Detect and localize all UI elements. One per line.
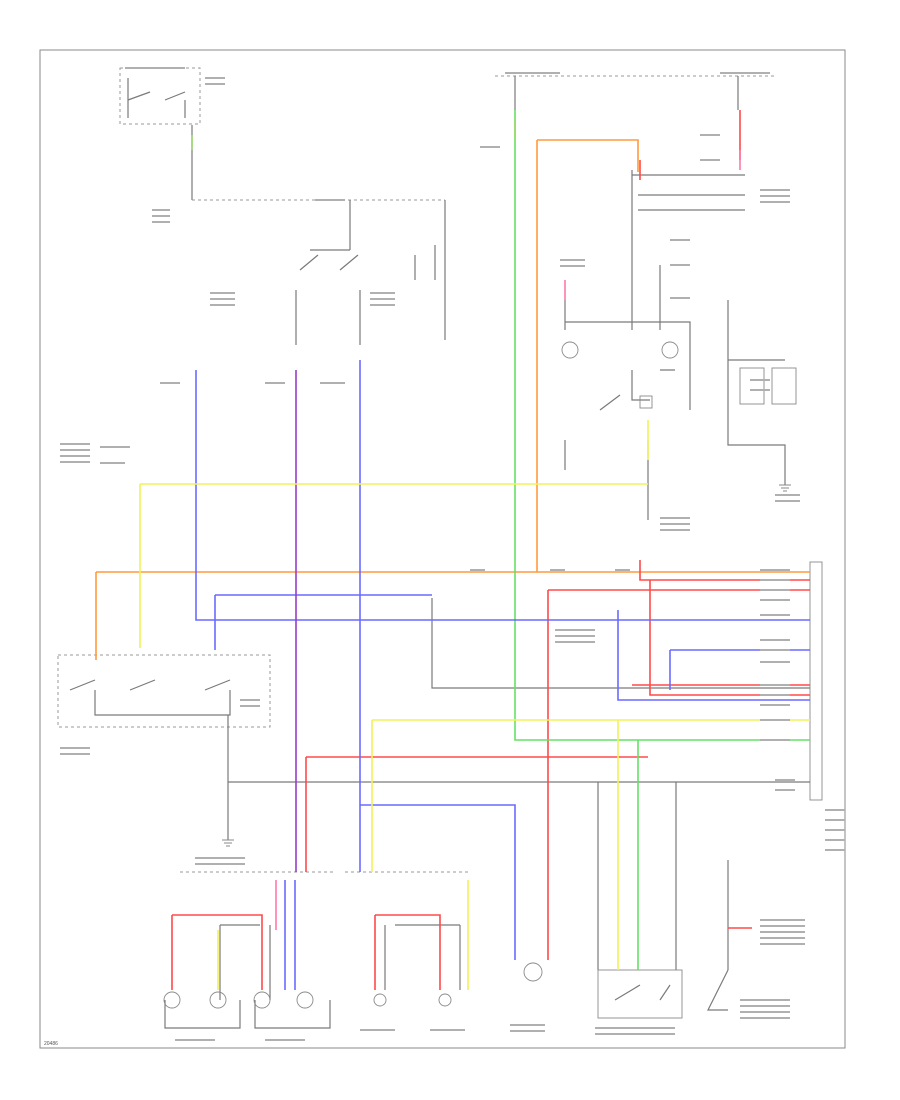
yellow-wire (139, 483, 648, 648)
label-mark (152, 209, 170, 223)
diagram-frame (39, 49, 846, 1049)
label-mark (760, 719, 795, 791)
lamp-symbol (253, 991, 271, 1009)
red-wire (374, 914, 441, 990)
component-symbols (163, 341, 797, 1009)
gray-wire (727, 300, 786, 485)
gray-wire (599, 370, 650, 411)
label-mark (670, 239, 690, 299)
red-wire (171, 914, 263, 990)
lamp-symbol (296, 991, 314, 1009)
yellow-wire (371, 719, 810, 872)
ignition-switch-box (119, 67, 201, 125)
label-mark (750, 379, 770, 391)
gray-wire (295, 290, 361, 345)
gray-wire (707, 969, 729, 1011)
yellow-wire (217, 880, 469, 990)
relay-box (597, 969, 683, 1019)
gray-wire (254, 1000, 331, 1029)
label-mark (205, 77, 225, 85)
label-mark (100, 446, 130, 464)
gray-wire (431, 598, 810, 689)
label-mark (660, 517, 690, 531)
gray-wire (164, 1000, 241, 1029)
label-mark (740, 999, 790, 1019)
combination-switch-box (57, 654, 271, 728)
lamp-symbol (209, 991, 227, 1009)
blue-wire (617, 610, 810, 701)
gray-wire (614, 984, 671, 1001)
label-marks (60, 67, 845, 1041)
label-mark (175, 1029, 465, 1041)
gray-wire (434, 200, 446, 340)
label-mark (760, 639, 790, 706)
lamp-symbol (438, 993, 452, 1007)
orange-wire (537, 139, 639, 172)
gray-wire (564, 440, 649, 520)
lamp-symbol (523, 962, 543, 982)
relay-symbol (771, 367, 797, 405)
connector-symbol (639, 395, 653, 409)
gray-wire (127, 78, 186, 118)
gray-wire (659, 265, 675, 371)
lamp-symbol (561, 341, 579, 359)
relay-symbol (739, 367, 765, 405)
label-mark (480, 134, 720, 161)
label-mark (510, 1024, 545, 1032)
gray-wire (69, 679, 231, 716)
lightgreen-wire (191, 120, 516, 150)
gray-wire (299, 200, 416, 280)
lamp-symbol (373, 993, 387, 1007)
label-mark (760, 189, 790, 203)
label-mark (555, 629, 595, 643)
red-wire (305, 756, 648, 872)
label-mark (775, 494, 800, 502)
blue-wire (360, 804, 516, 960)
pink-wire (564, 150, 741, 300)
ground-symbol (222, 839, 234, 847)
diagram-code: 20486 (44, 1041, 58, 1047)
label-mark (210, 292, 235, 306)
gray-wire (514, 76, 739, 110)
label-mark (195, 857, 245, 865)
label-mark (60, 699, 260, 755)
blue-wire (195, 370, 810, 621)
gray-wire (219, 924, 271, 1000)
red-wire (547, 589, 810, 960)
blue-wire (214, 594, 432, 650)
label-mark (370, 292, 395, 306)
ground-symbol (779, 484, 791, 492)
lamp-symbol (163, 991, 181, 1009)
label-mark (760, 919, 805, 945)
red-wire (649, 580, 810, 696)
label-mark (560, 259, 585, 267)
red-wire (639, 560, 810, 581)
label-mark (595, 1027, 675, 1035)
gray-wire (384, 924, 461, 990)
gray-wire (597, 782, 677, 970)
gray-wire (564, 300, 691, 410)
label-mark (825, 809, 845, 851)
blue-wire (284, 880, 296, 990)
green-wire (514, 110, 810, 741)
label-mark (760, 569, 790, 616)
lamp-symbol (661, 341, 679, 359)
label-mark (60, 443, 90, 463)
gray-wires (57, 67, 823, 1029)
connector-block (809, 561, 823, 801)
gray-wire (631, 170, 745, 330)
